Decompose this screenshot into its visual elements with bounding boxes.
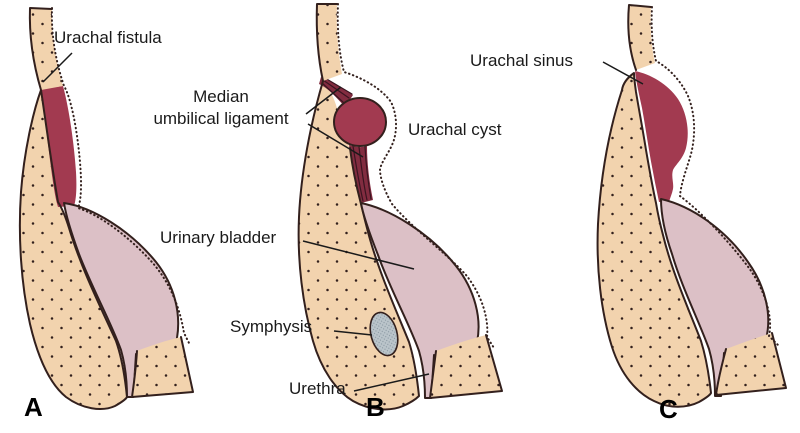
bladder-b-outline — [360, 202, 480, 399]
leader-ligament-lower — [307, 123, 364, 158]
perineal-wedge-c — [716, 333, 786, 395]
body-wall-c-outline — [596, 72, 712, 408]
urachal-sinus-shape — [635, 71, 688, 202]
ligament-upper-striation-3 — [324, 77, 353, 95]
ligament-lower-striation-2 — [358, 146, 368, 201]
panel-a-letter: A — [24, 392, 43, 422]
panel-b-drawing — [297, 3, 503, 411]
urachal-cyst-outline — [333, 97, 387, 147]
umbilical-cord-b-outline — [315, 3, 338, 82]
perineal-wedge-b-outline — [429, 334, 503, 399]
panel-c-letter: C — [659, 394, 678, 424]
panel-c-drawing — [596, 4, 787, 408]
median-umbilical-ligament-upper — [319, 77, 353, 107]
skin-line-b — [336, 3, 495, 349]
skin-line-c — [650, 6, 781, 348]
body-wall-a-outline — [18, 89, 128, 410]
label-urinary-bladder: Urinary bladder — [160, 228, 277, 247]
label-urachal-fistula: Urachal fistula — [54, 28, 162, 47]
label-urachal-sinus: Urachal sinus — [470, 51, 573, 70]
leader-lines — [42, 52, 644, 392]
panel-b-letter: B — [366, 392, 385, 422]
label-urethra: Urethra — [289, 379, 346, 398]
leader-ligament-upper — [305, 86, 342, 115]
body-wall-a — [19, 90, 127, 409]
label-median-line1: Median — [193, 87, 249, 106]
perineal-wedge-a — [131, 337, 193, 397]
leader-urachal-fistula — [42, 52, 73, 83]
panel-a-drawing — [18, 7, 194, 410]
leader-urinary-bladder — [302, 240, 415, 270]
label-median-umbilical-ligament: Median umbilical ligament — [136, 86, 306, 130]
umbilical-cord-b — [316, 4, 342, 81]
ligament-upper-striation-1 — [322, 79, 350, 99]
label-median-line2: umbilical ligament — [153, 109, 289, 128]
label-urachal-cyst: Urachal cyst — [408, 120, 502, 139]
skin-line-a — [50, 7, 190, 344]
leader-urethra — [353, 373, 430, 392]
symphysis-shape — [370, 312, 398, 356]
ligament-lower-striation-3 — [364, 146, 372, 200]
symphysis-group — [369, 311, 399, 357]
umbilical-cord-a-outline — [28, 7, 53, 91]
urachal-cyst-shape — [334, 98, 386, 146]
umbilical-cord-c — [628, 5, 655, 70]
perineal-wedge-a-outline — [131, 336, 194, 398]
symphysis-outline — [369, 311, 399, 357]
leader-symphysis — [333, 330, 373, 336]
umbilical-cord-c-outline — [627, 4, 652, 71]
body-wall-c — [597, 73, 711, 407]
label-symphysis: Symphysis — [230, 317, 313, 336]
perineal-wedge-b — [430, 335, 502, 398]
leader-urachal-sinus — [602, 61, 644, 85]
urachal-fistula-channel — [41, 86, 77, 207]
perineal-wedge-c-outline — [715, 332, 787, 396]
